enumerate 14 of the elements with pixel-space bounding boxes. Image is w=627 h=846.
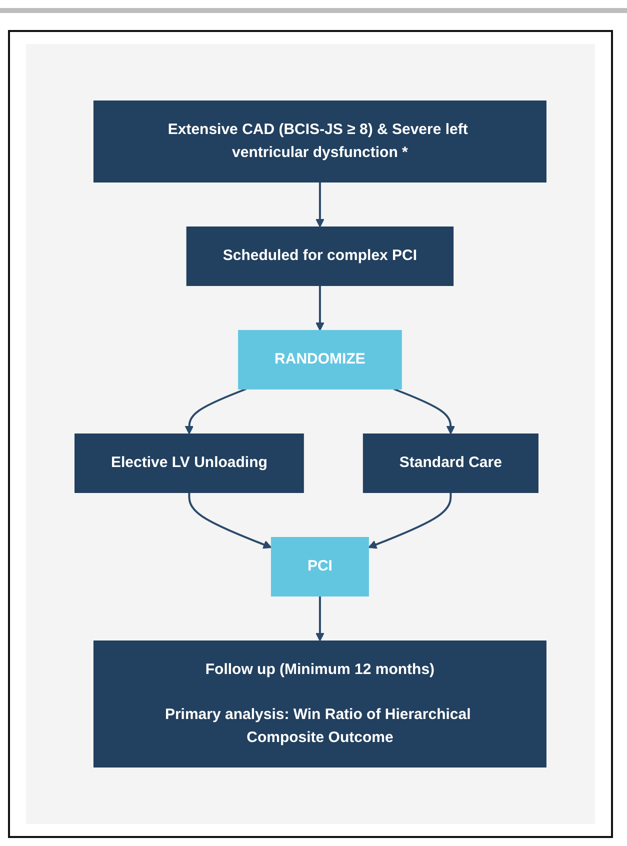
node-box: Follow up (Minimum 12 months) Primary analysis: Win Ratio of Hierarchical Composite Outcome bbox=[93, 640, 546, 768]
node-box: Extensive CAD (BCIS-JS ≥ 8) & Severe left ventricular dysfunction * bbox=[93, 100, 546, 182]
arrow bbox=[368, 492, 452, 549]
arrow bbox=[394, 388, 456, 434]
node-box: Elective LV Unloading bbox=[74, 434, 304, 493]
node-box: Standard Care bbox=[362, 434, 538, 493]
node-box: PCI bbox=[270, 537, 369, 596]
arrow bbox=[316, 286, 324, 331]
arrow bbox=[184, 388, 246, 434]
arrow bbox=[316, 596, 324, 642]
node-box: Scheduled for complex PCI bbox=[186, 226, 454, 286]
node-box: RANDOMIZE bbox=[238, 330, 402, 390]
arrow bbox=[316, 182, 324, 228]
arrow bbox=[188, 492, 272, 549]
